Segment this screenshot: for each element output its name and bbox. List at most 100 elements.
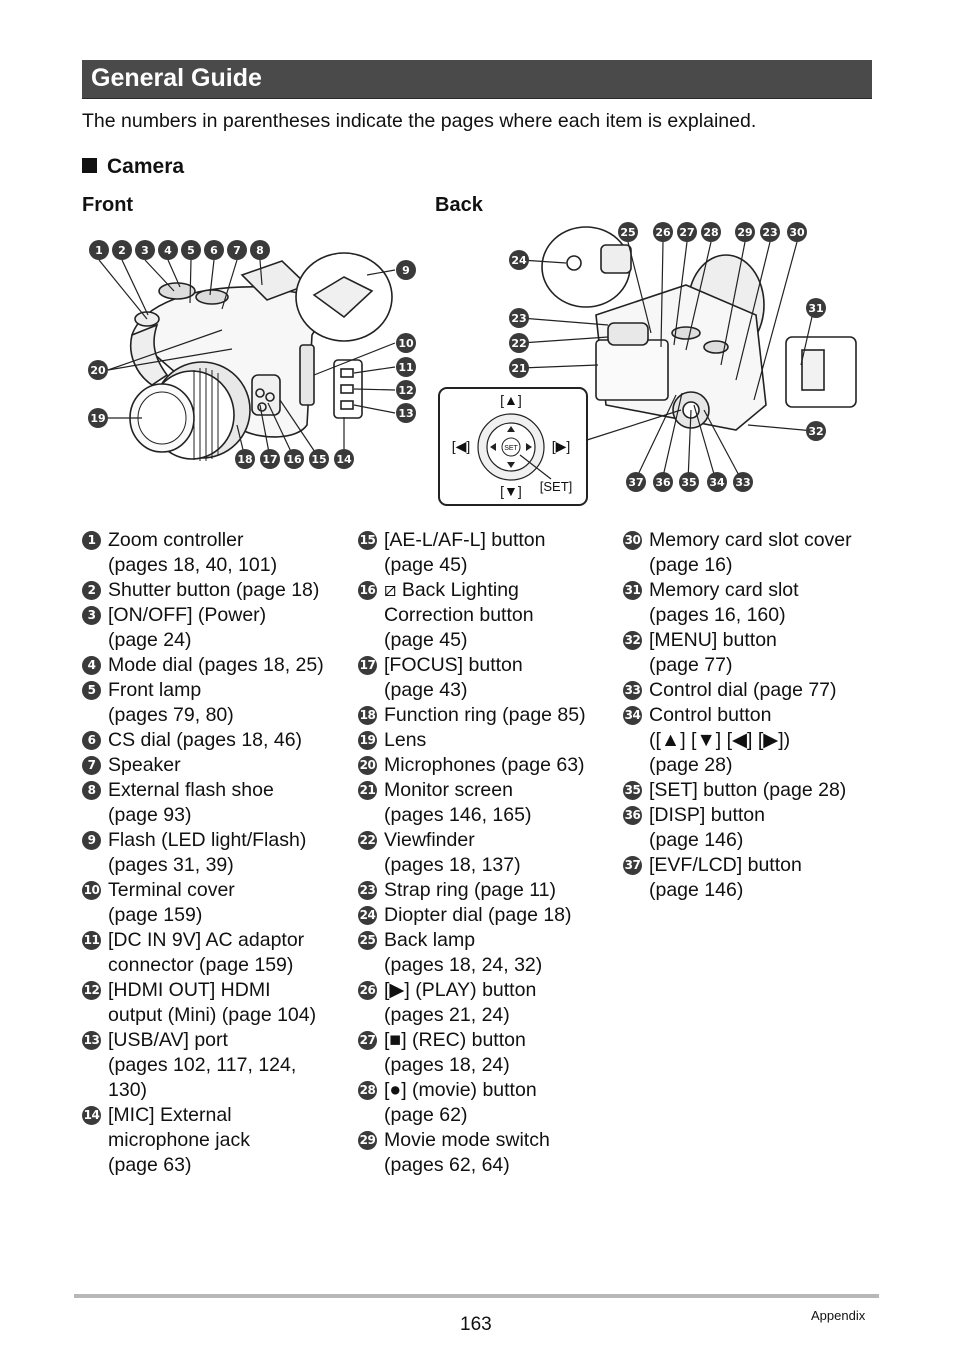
item-number-badge: 37	[623, 856, 642, 875]
item-text-line: ⧄ Back Lighting	[384, 579, 519, 601]
back-camera-figure: [▲] [▼] [◀] [▶] [SET] SET 24 23 22 21 25…	[438, 222, 857, 506]
item-number-badge: 36	[623, 806, 642, 825]
list-item: 18 Function ring (page 85)	[358, 703, 586, 728]
svg-text:15: 15	[311, 453, 326, 466]
list-item: 13[USB/AV] port(pages 102, 117, 124,130)	[82, 1028, 324, 1103]
item-text-line: (page 43)	[384, 679, 468, 701]
front-callouts: 1 2 3 4 5 6 7 8 9 10 11 12 13 20 19 18 1…	[88, 240, 416, 469]
item-text-line: ([▲] [▼] [◀] [▶])	[649, 729, 791, 751]
item-number-badge: 13	[82, 1031, 101, 1050]
inset-down-label: [▼]	[500, 483, 522, 499]
item-text-line: Back lamp	[384, 929, 476, 951]
item-text-line: Front lamp	[108, 679, 202, 701]
item-text-line: (page 24)	[108, 629, 192, 651]
item-number-badge: 4	[82, 656, 101, 675]
footer-rule	[74, 1294, 879, 1298]
item-text-line: (pages 18, 24)	[384, 1054, 510, 1076]
item-number-badge: 19	[358, 731, 377, 750]
item-number-badge: 12	[82, 981, 101, 1000]
svg-text:25: 25	[620, 226, 635, 239]
item-number-badge: 8	[82, 781, 101, 800]
items-column-2: 15[AE-L/AF-L] button(page 45)16⧄ Back Li…	[358, 528, 586, 1178]
svg-text:18: 18	[237, 453, 252, 466]
list-item: 3[ON/OFF] (Power)(page 24)	[82, 603, 324, 653]
list-item: 28[●] (movie) button(page 62)	[358, 1078, 586, 1128]
svg-text:19: 19	[90, 412, 105, 425]
item-text-line: 130)	[108, 1079, 148, 1101]
item-text-line: (pages 18, 40, 101)	[108, 554, 278, 576]
svg-text:3: 3	[141, 244, 149, 257]
item-text-line: CS dial (pages 18, 46)	[108, 729, 303, 751]
item-text-line: Correction button	[384, 604, 534, 626]
item-text-line: (pages 18, 137)	[384, 854, 521, 876]
svg-text:31: 31	[808, 302, 823, 315]
svg-text:14: 14	[336, 453, 352, 466]
item-number-badge: 27	[358, 1031, 377, 1050]
item-number-badge: 14	[82, 1106, 101, 1125]
item-number-badge: 22	[358, 831, 377, 850]
svg-text:5: 5	[187, 244, 195, 257]
item-number-badge: 28	[358, 1081, 377, 1100]
item-text-line: Viewfinder	[384, 829, 475, 851]
item-text-line: [ON/OFF] (Power)	[108, 604, 267, 626]
inset-set-label: [SET]	[540, 479, 573, 494]
svg-text:21: 21	[511, 362, 526, 375]
item-text-line: [USB/AV] port	[108, 1029, 228, 1051]
footer-section-label: Appendix	[811, 1308, 866, 1323]
list-item: 26[▶] (PLAY) button(pages 21, 24)	[358, 978, 586, 1028]
item-text-line: (page 28)	[649, 754, 733, 776]
svg-text:8: 8	[256, 244, 264, 257]
svg-text:9: 9	[402, 264, 410, 277]
svg-text:12: 12	[398, 384, 413, 397]
item-number-badge: 15	[358, 531, 377, 550]
item-text-line: [HDMI OUT] HDMI	[108, 979, 271, 1001]
item-text-line: Movie mode switch	[384, 1129, 550, 1151]
item-text-line: Flash (LED light/Flash)	[108, 829, 307, 851]
item-number-badge: 9	[82, 831, 101, 850]
item-text-line: Function ring (page 85)	[384, 704, 586, 726]
item-text-line: (pages 146, 165)	[384, 804, 532, 826]
svg-text:36: 36	[655, 476, 671, 489]
item-text-line: (page 45)	[384, 629, 468, 651]
item-text-line: (pages 62, 64)	[384, 1154, 510, 1176]
item-text-line: [●] (movie) button	[384, 1079, 537, 1101]
item-text-line: (page 16)	[649, 554, 733, 576]
list-item: 36[DISP] button(page 146)	[623, 803, 852, 853]
list-item: 17[FOCUS] button(page 43)	[358, 653, 586, 703]
svg-text:26: 26	[655, 226, 671, 239]
item-number-badge: 31	[623, 581, 642, 600]
item-text-line: External flash shoe	[108, 779, 274, 801]
svg-text:7: 7	[233, 244, 241, 257]
item-text-line: [EVF/LCD] button	[649, 854, 802, 876]
item-text-line: [SET] button (page 28)	[649, 779, 847, 801]
item-number-badge: 35	[623, 781, 642, 800]
svg-text:17: 17	[262, 453, 277, 466]
item-number-badge: 20	[358, 756, 377, 775]
item-text-line: Memory card slot cover	[649, 529, 852, 551]
item-number-badge: 5	[82, 681, 101, 700]
svg-text:34: 34	[709, 476, 725, 489]
item-number-badge: 18	[358, 706, 377, 725]
back-callouts: 24 23 22 21 25 26 27 28 29 23 30 31 32 3…	[509, 222, 826, 492]
page-title: General Guide	[91, 64, 262, 92]
item-text-line: connector (page 159)	[108, 954, 294, 976]
page-title-bar: General Guide	[82, 60, 872, 99]
item-text-line: Memory card slot	[649, 579, 799, 601]
inset-left-label: [◀]	[452, 438, 471, 454]
item-number-badge: 32	[623, 631, 642, 650]
svg-text:11: 11	[398, 361, 413, 374]
svg-text:6: 6	[210, 244, 218, 257]
inset-set-button: SET	[504, 445, 518, 452]
item-text-line: [▶] (PLAY) button	[384, 979, 537, 1001]
